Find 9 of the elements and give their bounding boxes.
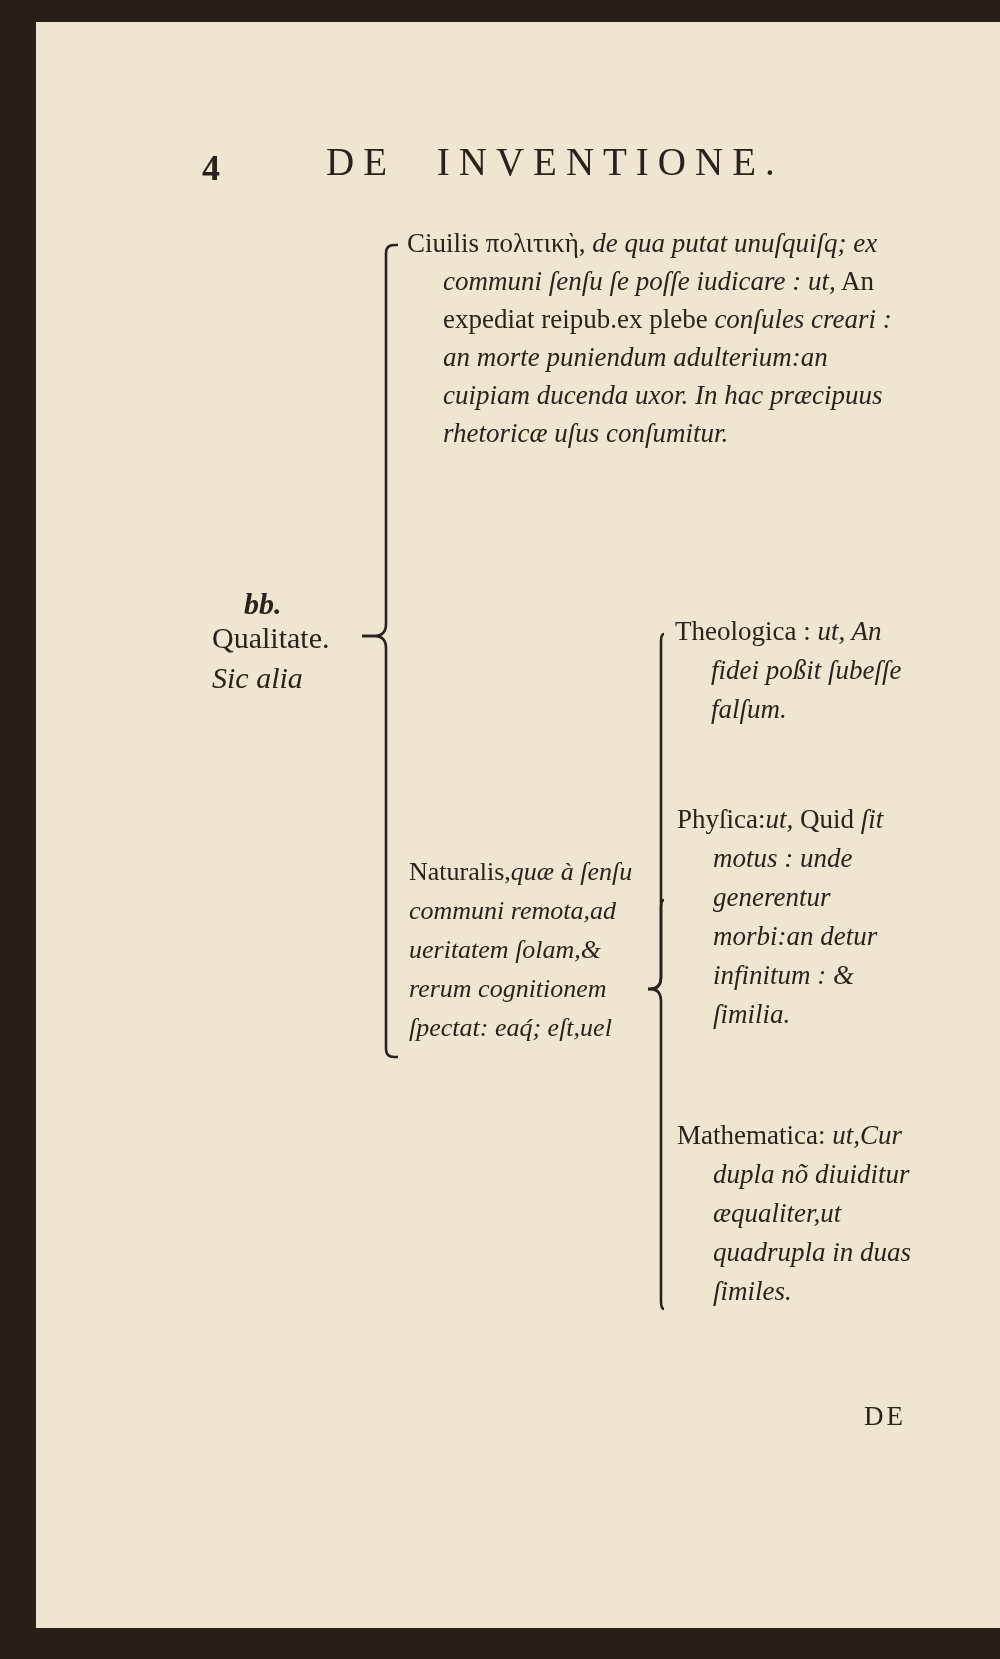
page-number: 4 [202,147,220,190]
leaf-entry: Mathematica: ut,Cur dupla nõ diuiditur æqualiter,ut quadrupla in duas ſimiles. [664,1116,916,1311]
branch-entry: Ciuilis πολιτικὴ, de qua putat unuſquiſq; ex communi ſenſu ſe poſſe iudicare : ut, An expediat reipub.ex plebe conſules creari : an morte puniendum adulterium:an cuipiam ducenda uxor. In hac præcipuus rhetoricæ uſus conſumitur. [398,224,916,452]
branch-entry: Naturalis,quæ à ſenſu communi remota,ad ueritatem ſolam,& rerum cognitionem ſpectat: eaq́; eſt,uel [398,852,648,1059]
brace-line [647,987,666,1311]
leaf-entry: Theologica : ut, An fidei poßit ſubeſſe falſum. [664,612,916,729]
leaf-entry: Phyſica:ut, Quid ſit motus : unde generentur morbi:an detur infinitum : & ſimilia. [664,800,916,1034]
running-head: DE INVENTIONE. [326,139,784,185]
catchword: DE [864,1400,906,1432]
